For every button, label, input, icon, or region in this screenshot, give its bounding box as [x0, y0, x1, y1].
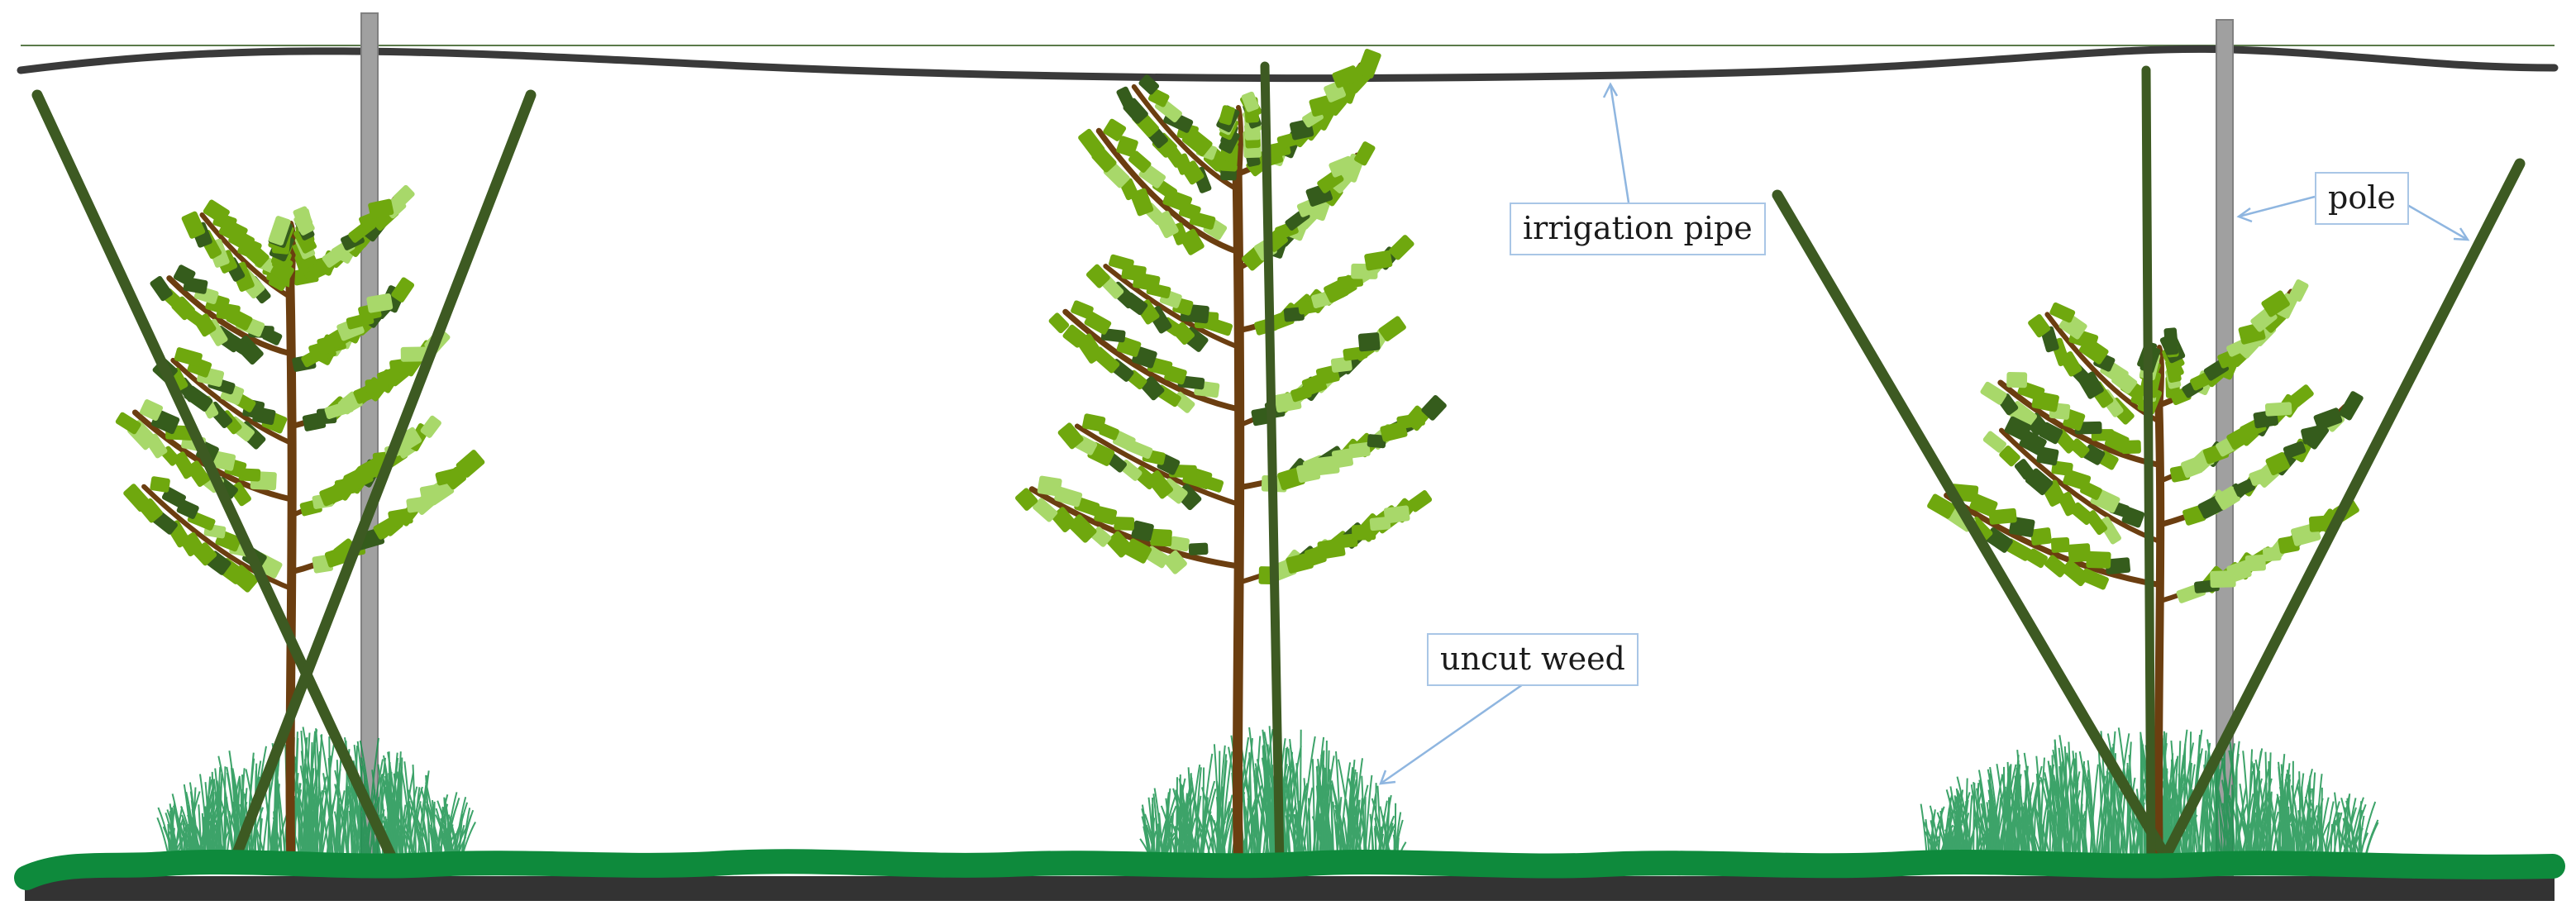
callout-arrows — [1379, 82, 2470, 785]
tree-right — [1927, 279, 2364, 872]
ground-grass — [14, 849, 2565, 890]
stake-right-b — [2141, 65, 2156, 871]
uncut-weeds — [156, 726, 2379, 867]
pole-left — [360, 12, 379, 874]
support-stakes — [31, 61, 2526, 873]
stake-right-a — [1772, 189, 2176, 870]
arrow-weed — [1380, 681, 1526, 785]
stake-center — [1260, 61, 1285, 873]
pole-label: pole — [2315, 172, 2409, 225]
stake-left-a — [31, 89, 398, 865]
tree-left — [115, 184, 485, 873]
arrow-pole-left — [2238, 195, 2316, 218]
arrowhead-pipe — [1602, 82, 1619, 98]
irrigation-pipe — [17, 45, 2559, 83]
weed-clump-1 — [156, 727, 476, 867]
stake-left-b — [227, 89, 537, 870]
arrowhead-weed — [1379, 770, 1396, 785]
arrow-pipe — [1609, 83, 1630, 203]
irrigation-pipe-label: irrigation pipe — [1510, 203, 1766, 255]
soil — [25, 876, 2555, 901]
stake-right-c — [2156, 158, 2526, 870]
arrowhead-pole-right — [2453, 227, 2470, 241]
arrowhead-pole-left — [2236, 207, 2253, 223]
tree-center — [1015, 49, 1447, 873]
arrow-pole-right — [2407, 203, 2469, 241]
uncut-weed-label: uncut weed — [1427, 633, 1639, 686]
